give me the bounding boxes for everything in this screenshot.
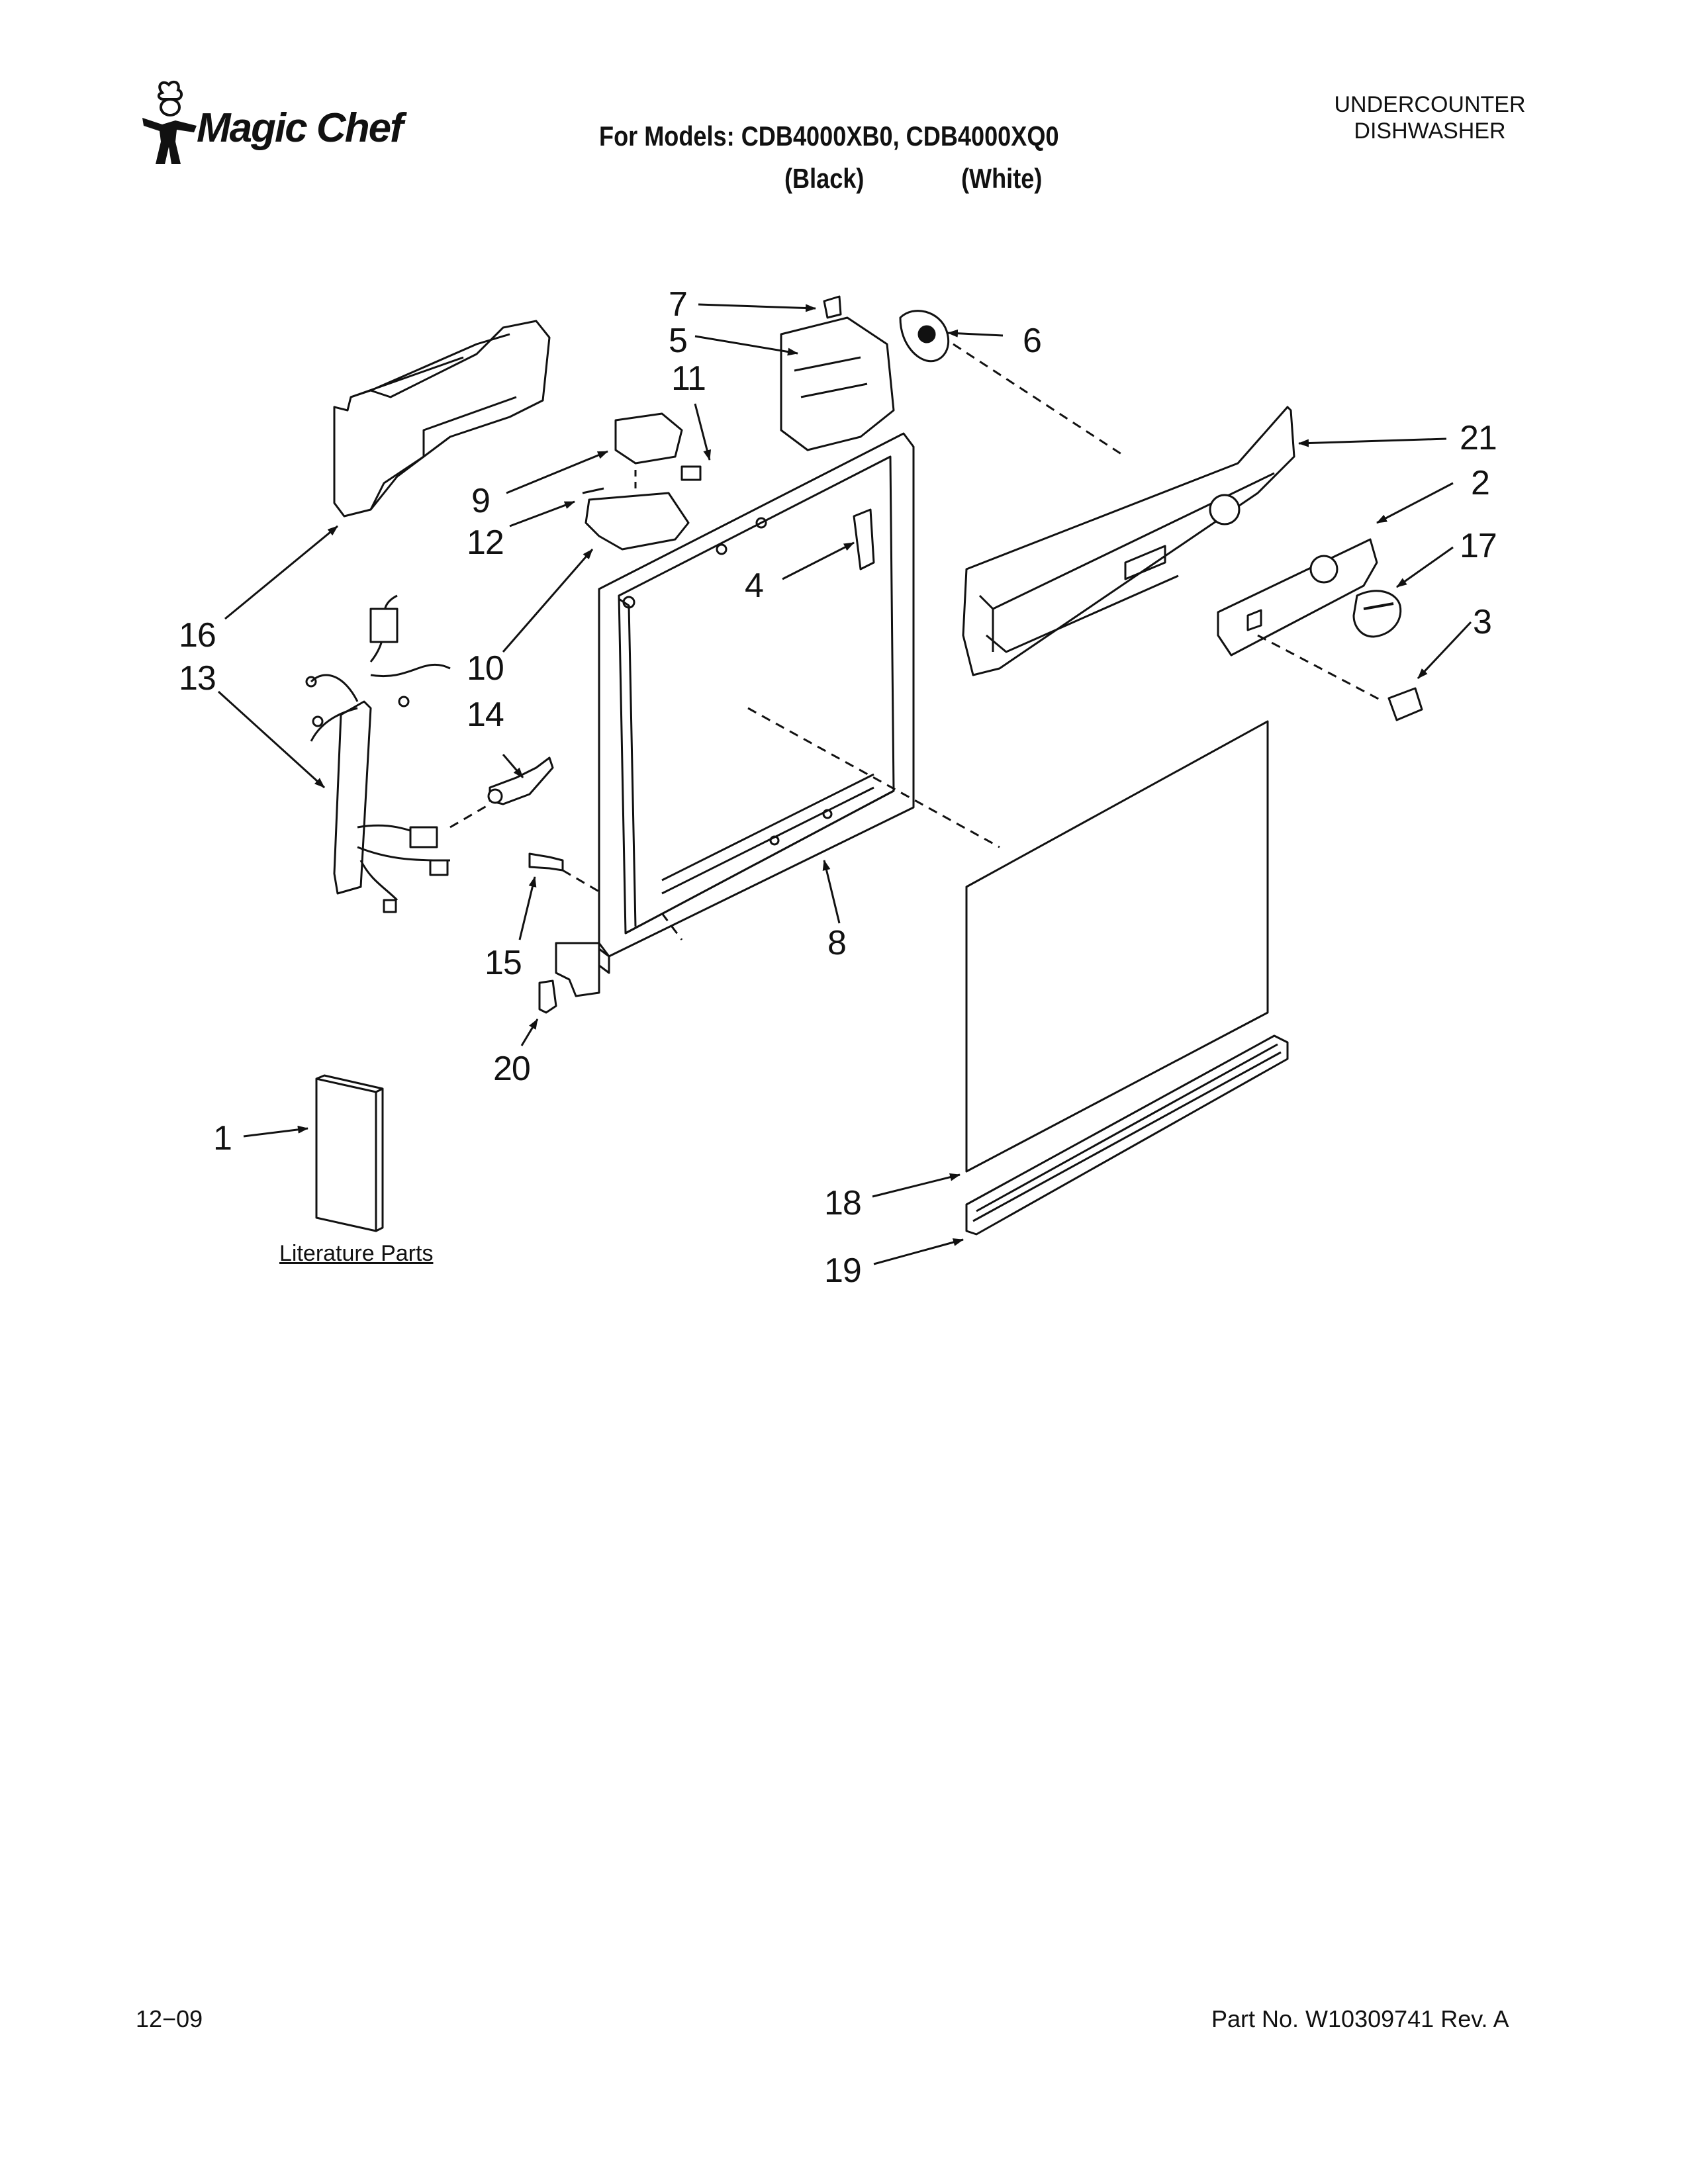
callout-19: 19 <box>824 1251 862 1290</box>
part-13-wire-harness <box>305 594 451 913</box>
part-19-trim <box>965 1034 1289 1236</box>
brand-name: Magic Chef <box>197 105 404 151</box>
category-line-2: DISHWASHER <box>1354 118 1506 144</box>
callout-10: 10 <box>467 649 504 688</box>
variant-white: (White) <box>961 163 1043 194</box>
callout-11: 11 <box>671 359 706 398</box>
callout-8: 8 <box>827 924 847 962</box>
callout-2: 2 <box>1471 464 1490 502</box>
part-18-door-panel <box>965 720 1269 1173</box>
callout-17: 17 <box>1460 527 1497 565</box>
part-17-knob <box>1352 590 1402 638</box>
part-8-door-frame <box>555 432 915 997</box>
part-16-shield <box>333 320 551 518</box>
callout-20: 20 <box>493 1050 531 1088</box>
part-2-overlay <box>1217 538 1378 657</box>
part-9-11-switch-assembly <box>582 412 702 551</box>
callout-13: 13 <box>179 659 216 698</box>
footer-part-number: Part No. W10309741 Rev. A <box>1211 2005 1509 2032</box>
part-21-control-panel <box>962 406 1295 676</box>
callout-4: 4 <box>745 567 764 605</box>
product-category: UNDERCOUNTER DISHWASHER <box>1258 91 1602 144</box>
callout-9: 9 <box>471 482 491 520</box>
callout-leader-arrows <box>217 303 1472 1265</box>
footer-date: 12−09 <box>136 2005 203 2032</box>
callout-6: 6 <box>1023 322 1042 360</box>
part-5-6-7-latch-assembly <box>780 295 950 451</box>
callout-5: 5 <box>669 322 688 360</box>
callout-16: 16 <box>179 616 216 655</box>
callout-14: 14 <box>467 696 504 734</box>
callout-21: 21 <box>1460 419 1497 457</box>
literature-parts-label: Literature Parts <box>279 1241 434 1266</box>
part-15-screw <box>528 852 564 872</box>
part-20-clip <box>538 979 557 1014</box>
assembly-guide-lines <box>449 343 1384 940</box>
part-14-connector <box>487 756 554 805</box>
variant-black: (Black) <box>784 163 865 194</box>
part-3-button <box>1387 687 1423 721</box>
callout-3: 3 <box>1473 603 1492 641</box>
chef-mascot-icon <box>142 80 197 164</box>
callout-18: 18 <box>824 1184 862 1222</box>
callout-12: 12 <box>467 523 504 562</box>
part-1-literature <box>315 1074 384 1232</box>
category-line-1: UNDERCOUNTER <box>1334 92 1526 117</box>
callout-1: 1 <box>213 1119 232 1158</box>
callout-7: 7 <box>669 285 688 324</box>
models-title: For Models: CDB4000XB0, CDB4000XQ0 <box>599 120 1059 152</box>
brand-logo: Magic Chef <box>136 78 453 177</box>
callout-15: 15 <box>485 944 522 982</box>
